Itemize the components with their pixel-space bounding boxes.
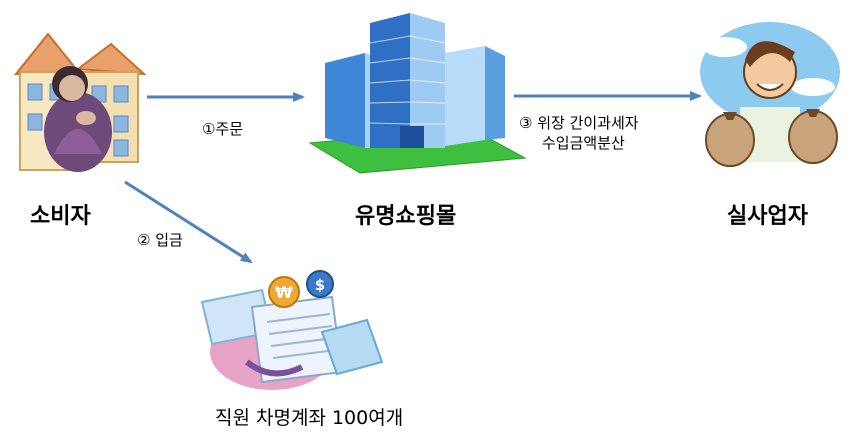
split-edge-label-line1: ③ 위장 간이과세자 — [519, 114, 639, 132]
shopping-mall-label: 유명쇼핑몰 — [355, 204, 457, 229]
consumer-illustration — [13, 32, 147, 172]
shopping-mall-illustration — [308, 13, 527, 174]
consumer-label: 소비자 — [30, 204, 91, 229]
order-edge-label: ①주문 — [202, 120, 244, 138]
split-edge-label-line2: 수입금액분산 — [542, 134, 625, 152]
svg-text:$: $ — [315, 276, 325, 294]
bank-accounts-illustration: ₩ $ — [200, 270, 384, 390]
bank-accounts-label: 직원 차명계좌 100여개 — [215, 407, 404, 429]
svg-text:₩: ₩ — [275, 283, 293, 302]
deposit-edge-label: ② 입금 — [137, 231, 183, 249]
arrow-deposit — [124, 180, 253, 264]
business-owner-illustration — [700, 22, 840, 167]
business-owner-label: 실사업자 — [727, 204, 808, 229]
